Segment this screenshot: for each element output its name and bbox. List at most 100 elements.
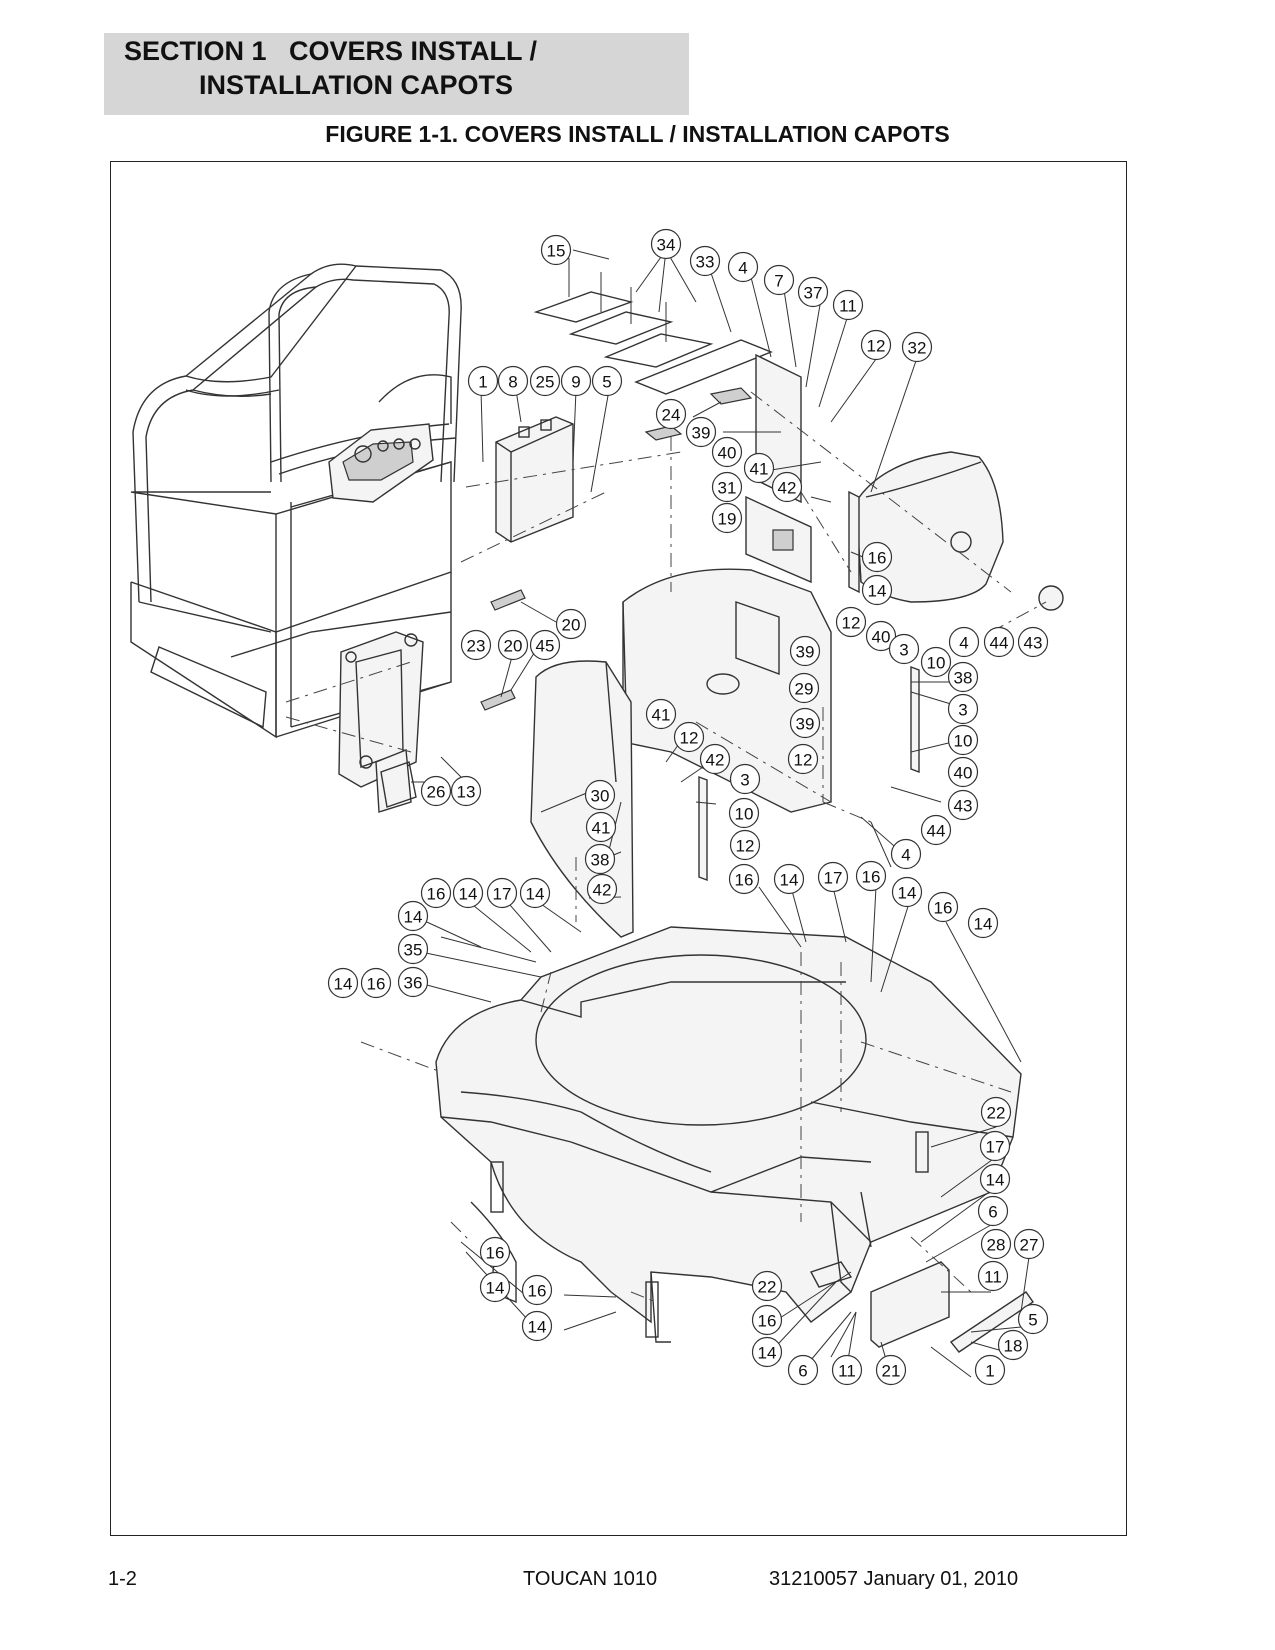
callout-number: 27 bbox=[1020, 1236, 1039, 1255]
callout-number: 38 bbox=[591, 851, 610, 870]
callout-14: 14 bbox=[751, 1336, 783, 1368]
callout-number: 40 bbox=[872, 628, 891, 647]
callout-16: 16 bbox=[521, 1274, 553, 1306]
callout-17: 17 bbox=[979, 1130, 1011, 1162]
callout-number: 25 bbox=[536, 373, 555, 392]
callout-number: 14 bbox=[758, 1344, 777, 1363]
callout-number: 22 bbox=[758, 1278, 777, 1297]
callout-1: 1 bbox=[467, 365, 499, 397]
callout-number: 16 bbox=[427, 885, 446, 904]
callout-33: 33 bbox=[689, 245, 721, 277]
section-title-line1: SECTION 1 COVERS INSTALL / bbox=[124, 36, 538, 66]
callout-40: 40 bbox=[947, 756, 979, 788]
callout-number: 14 bbox=[459, 885, 478, 904]
callout-3: 3 bbox=[729, 763, 761, 795]
callout-number: 14 bbox=[526, 885, 545, 904]
callout-12: 12 bbox=[673, 721, 705, 753]
callout-number: 41 bbox=[592, 819, 611, 838]
callout-25: 25 bbox=[529, 365, 561, 397]
callout-number: 15 bbox=[547, 242, 566, 261]
footer-page-number: 1-2 bbox=[108, 1568, 137, 1590]
callout-number: 12 bbox=[736, 837, 755, 856]
callout-number: 6 bbox=[988, 1203, 997, 1222]
callout-number: 43 bbox=[1024, 634, 1043, 653]
callout-31: 31 bbox=[711, 471, 743, 503]
callout-9: 9 bbox=[560, 365, 592, 397]
callout-15: 15 bbox=[540, 234, 572, 266]
callout-number: 14 bbox=[334, 975, 353, 994]
callout-5: 5 bbox=[591, 365, 623, 397]
callout-number: 12 bbox=[680, 729, 699, 748]
callout-number: 35 bbox=[404, 941, 423, 960]
callout-45: 45 bbox=[529, 629, 561, 661]
callout-14: 14 bbox=[979, 1163, 1011, 1195]
callout-21: 21 bbox=[875, 1354, 907, 1386]
callout-16: 16 bbox=[360, 967, 392, 999]
callout-22: 22 bbox=[980, 1096, 1012, 1128]
callout-number: 3 bbox=[958, 701, 967, 720]
callout-10: 10 bbox=[920, 646, 952, 678]
callout-number: 44 bbox=[927, 822, 946, 841]
callout-number: 7 bbox=[774, 272, 783, 291]
callout-39: 39 bbox=[789, 635, 821, 667]
callout-10: 10 bbox=[947, 724, 979, 756]
callout-41: 41 bbox=[645, 698, 677, 730]
callout-number: 16 bbox=[868, 549, 887, 568]
callout-number: 19 bbox=[718, 510, 737, 529]
callout-number: 4 bbox=[738, 259, 747, 278]
callout-14: 14 bbox=[479, 1271, 511, 1303]
callout-41: 41 bbox=[585, 811, 617, 843]
callout-number: 11 bbox=[984, 1268, 1002, 1287]
callout-16: 16 bbox=[751, 1304, 783, 1336]
callout-17: 17 bbox=[486, 877, 518, 909]
callout-43: 43 bbox=[1017, 626, 1049, 658]
callout-11: 11 bbox=[831, 1354, 863, 1386]
callout-17: 17 bbox=[817, 861, 849, 893]
callout-number: 20 bbox=[562, 616, 581, 635]
callout-26: 26 bbox=[420, 775, 452, 807]
callout-number: 41 bbox=[652, 706, 671, 725]
callout-11: 11 bbox=[977, 1260, 1009, 1292]
callout-44: 44 bbox=[983, 626, 1015, 658]
callout-14: 14 bbox=[861, 574, 893, 606]
callout-number: 14 bbox=[486, 1279, 505, 1298]
callout-16: 16 bbox=[855, 860, 887, 892]
callout-14: 14 bbox=[327, 967, 359, 999]
callout-number: 16 bbox=[486, 1244, 505, 1263]
assembly-centerlines bbox=[285, 391, 1047, 1303]
callout-4: 4 bbox=[727, 251, 759, 283]
callout-number: 42 bbox=[778, 479, 797, 498]
callout-number: 16 bbox=[758, 1312, 777, 1331]
callout-number: 30 bbox=[591, 787, 610, 806]
callout-number: 9 bbox=[571, 373, 580, 392]
callout-number: 20 bbox=[504, 637, 523, 656]
callout-number: 40 bbox=[718, 444, 737, 463]
callout-number: 14 bbox=[780, 871, 799, 890]
callout-16: 16 bbox=[479, 1236, 511, 1268]
callout-number: 10 bbox=[735, 805, 754, 824]
callout-number: 8 bbox=[508, 373, 517, 392]
callout-6: 6 bbox=[977, 1195, 1009, 1227]
callout-number: 6 bbox=[798, 1362, 807, 1381]
callout-number: 5 bbox=[1028, 1311, 1037, 1330]
callout-number: 44 bbox=[990, 634, 1009, 653]
callout-number: 42 bbox=[593, 881, 612, 900]
callout-22: 22 bbox=[751, 1270, 783, 1302]
callout-number: 5 bbox=[602, 373, 611, 392]
callout-number: 33 bbox=[696, 253, 715, 272]
callout-number: 1 bbox=[985, 1362, 994, 1381]
callout-5: 5 bbox=[1017, 1303, 1049, 1335]
callout-number: 16 bbox=[528, 1282, 547, 1301]
callout-28: 28 bbox=[980, 1228, 1012, 1260]
callout-38: 38 bbox=[584, 843, 616, 875]
callout-16: 16 bbox=[420, 877, 452, 909]
callout-number: 16 bbox=[367, 975, 386, 994]
footer-document-number: 31210057 January 01, 2010 bbox=[769, 1568, 1019, 1590]
callout-number: 39 bbox=[692, 424, 711, 443]
callout-12: 12 bbox=[729, 829, 761, 861]
callout-number: 10 bbox=[954, 732, 973, 751]
callout-18: 18 bbox=[997, 1329, 1029, 1361]
callout-16: 16 bbox=[728, 863, 760, 895]
callout-number: 17 bbox=[493, 885, 512, 904]
